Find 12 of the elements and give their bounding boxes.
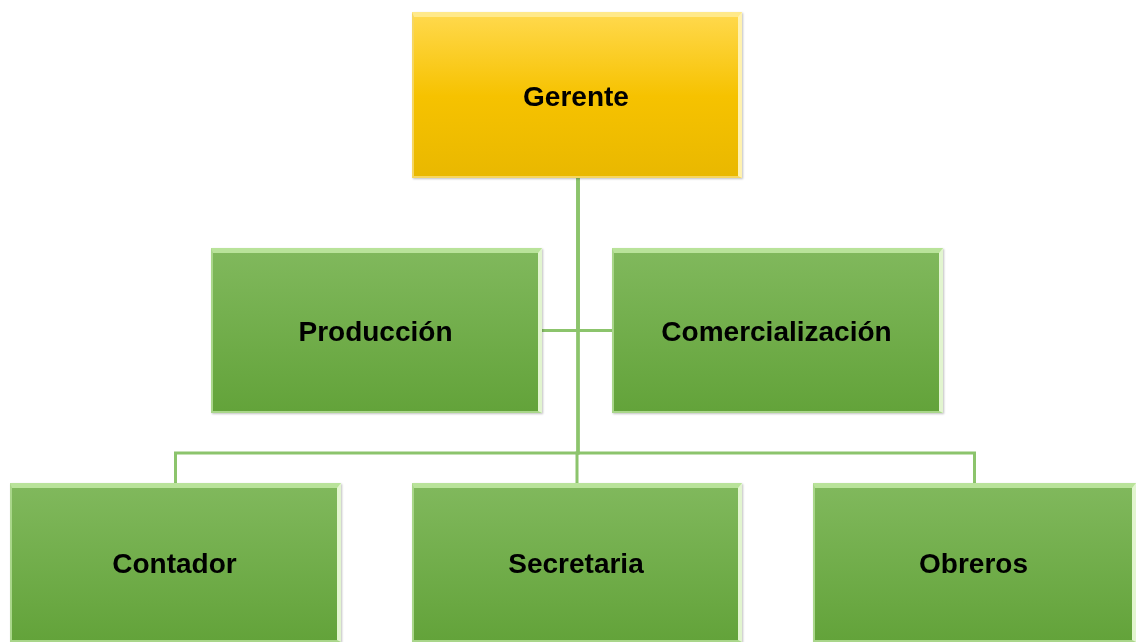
department-box <box>612 248 943 413</box>
department-box <box>211 248 542 413</box>
box-label: Gerente <box>523 80 629 113</box>
manager-box <box>412 12 742 178</box>
box-label: Comercialización <box>661 316 892 348</box>
box-label: Obreros <box>919 548 1028 580</box>
department-box <box>813 483 1136 642</box>
department-box <box>412 483 742 642</box>
box-label: Contador <box>112 548 237 580</box>
box-label: Producción <box>298 316 453 348</box>
box-label: Secretaria <box>508 548 644 580</box>
department-box <box>10 483 341 642</box>
